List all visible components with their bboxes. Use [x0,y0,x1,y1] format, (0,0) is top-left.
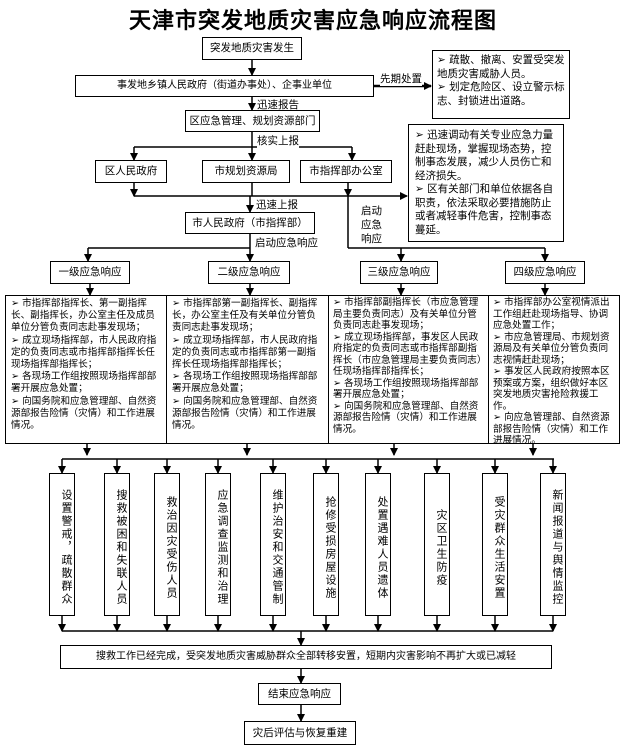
divider [328,295,329,444]
note-item: ➢ 区有关部门和单位依据各自职责，依法采取必要措施防止或者减轻事件危害，控制事态… [415,183,554,236]
note-item: ➢ 疏散、撤离、安置受突发地质灾害威胁人员。 [437,54,565,80]
node-level2: 二级应急响应 [208,261,290,284]
label-verify-report: 核实上报 [257,133,299,148]
action-item: ➢ 市指挥部副指挥长（市应急管理局主要负责同志）及有关单位分管负责同志赴事发现场… [333,297,479,331]
node-level1: 一级应急响应 [50,261,130,284]
action-item: ➢ 市指挥部办公室视情派出工作组赶赴现场指导、协调应急处置工作； [493,297,610,331]
task-box: 受灾群众生活安置 [482,473,508,616]
task-box: 搜救被困和失联人员 [104,473,130,616]
level1-actions: ➢ 市指挥部指挥长、第一副指挥长、副指挥长，办公室主任及成员单位分管负责同志赴事… [6,295,166,444]
task-box: 设置警戒，疏散群众 [49,473,75,616]
label-initial-action: 先期处置 [380,71,422,86]
action-item: ➢ 各现场工作组按照现场指挥部部署开展应急处置； [333,377,479,401]
action-item: ➢ 向国务院和应急管理部、自然资源部报告险情（灾情）和工作进展情况。 [11,395,157,432]
node-level4: 四级应急响应 [505,261,585,284]
divider [488,295,489,444]
level2-actions: ➢ 市指挥部第一副指挥长、副指挥长，办公室主任及有关单位分管负责同志赴事发现场；… [167,295,328,444]
label-quick-report-up: 迅速上报 [256,197,298,212]
page-title: 天津市突发地质灾害应急响应流程图 [128,9,497,34]
node-level3: 三级应急响应 [360,261,438,284]
task-box: 应急调查监测和治理 [205,473,231,616]
task-box: 处置遇难人员遗体 [365,473,391,616]
level3-actions: ➢ 市指挥部副指挥长（市应急管理局主要负责同志）及有关单位分管负责同志赴事发现场… [329,295,488,444]
task-box: 新闻报道与舆情监控 [540,473,566,616]
note-item: ➢ 划定危险区、设立警示标志、封锁进出道路。 [437,81,565,107]
node-end: 结束应急响应 [258,683,341,705]
node-district-depts: 区应急管理、规划资源部门 [185,110,320,132]
label-start-response: 启动应急响应 [255,235,318,250]
node-occur: 突发地质灾害发生 [202,37,302,60]
node-command-office: 市指挥部办公室 [300,160,392,183]
label-line: 应急 [361,219,382,231]
action-item: ➢ 事发区人民政府按照本区预案或方案，组织做好本区突发地质灾害抢险救援工作。 [493,366,610,412]
label-line: 响应 [361,233,382,245]
note-initial-action: ➢ 疏散、撤离、安置受突发地质灾害威胁人员。 ➢ 划定危险区、设立警示标志、封锁… [432,50,570,119]
action-item: ➢ 成立现场指挥部，事发区人民政府指定的负责同志或市指挥部副指挥长（市应急管理局… [333,331,482,378]
node-recovery: 灾后评估与恢复重建 [244,721,356,745]
task-box: 救治因灾受伤人员 [154,473,180,616]
action-item: ➢ 成立现场指挥部，市人民政府指定的负责同志或市指挥部第一副指挥长任现场指挥部指… [172,334,318,371]
node-city-planning: 市规划资源局 [202,160,290,183]
note-command-actions: ➢ 迅速调动有关专业应急力量赶赴现场，掌握现场态势，控制事态发展，减少人员伤亡和… [408,124,564,242]
level4-actions: ➢ 市指挥部办公室视情派出工作组赶赴现场指导、协调应急处置工作； ➢ 市应急管理… [489,295,620,446]
label-quick-report: 迅速报告 [257,97,299,112]
action-item: ➢ 向国务院和应急管理部、自然资源部报告险情（灾情）和工作进展情况。 [333,400,479,435]
node-completion: 搜救工作已经完成，受突发地质灾害威胁群众全部转移安置，短期内灾害影响不再扩大或已… [60,645,552,669]
note-item: ➢ 迅速调动有关专业应急力量赶赴现场，掌握现场态势，控制事态发展，减少人员伤亡和… [415,129,554,182]
task-box: 抢修受损房屋设施 [313,473,339,616]
divider [166,295,167,444]
node-city-gov: 市人民政府（市指挥部） [185,212,315,234]
action-item: ➢ 向应急管理部、自然资源部报告险情（灾情）和工作进展情况。 [493,412,610,446]
task-box: 维护治安和交通管制 [260,473,286,616]
action-item: ➢ 成立现场指挥部，市人民政府指定的负责同志或市指挥部指挥长任现场指挥部指挥长； [11,334,157,371]
action-item: ➢ 市指挥部指挥长、第一副指挥长、副指挥长，办公室主任及成员单位分管负责同志赴事… [11,298,155,334]
action-item: ➢ 向国务院和应急管理部、自然资源部报告险情（灾情）和工作进展情况。 [172,395,318,432]
task-box: 灾区卫生防疫 [424,473,450,616]
label-line: 启动 [361,205,382,217]
action-item: ➢ 各现场工作组按照现场指挥部部署开展应急处置； [172,371,318,395]
label-start-response-vertical: 启动 应急 响应 [361,204,382,246]
level-actions-frame [5,295,620,444]
node-district-gov: 区人民政府 [95,160,167,183]
action-item: ➢ 市应急管理局、市规划资源局及有关单位分管负责同志视情赶赴现场； [493,331,610,366]
node-local-gov: 事发地乡镇人民政府（街道办事处）、企事业单位 [75,75,374,97]
action-item: ➢ 各现场工作组按照现场指挥部部署开展应急处置； [11,371,157,395]
action-item: ➢ 市指挥部第一副指挥长、副指挥长，办公室主任及有关单位分管负责同志赴事发现场； [172,298,318,334]
